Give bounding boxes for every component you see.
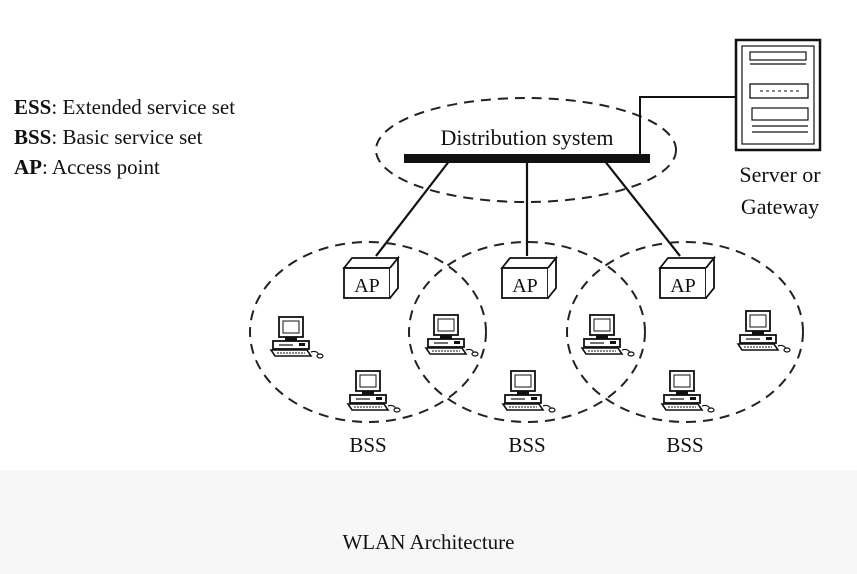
legend: ESS: Extended service set BSS: Basic ser…: [14, 92, 235, 182]
legend-abbr-ap: AP: [14, 155, 42, 179]
legend-desc-ess: : Extended service set: [51, 95, 236, 119]
server-link: [639, 96, 750, 154]
legend-abbr-ess: ESS: [14, 95, 52, 119]
computer-icon: [581, 314, 635, 357]
legend-desc-bss: : Basic service set: [51, 125, 203, 149]
bss-area-middle: [408, 241, 646, 423]
legend-desc-ap: : Access point: [42, 155, 160, 179]
bss-area-right: [566, 241, 804, 423]
server-label-line1: Server or: [739, 162, 821, 187]
distribution-bus: [404, 154, 650, 163]
bss-label-left: BSS: [349, 433, 386, 457]
server-icon: [734, 38, 822, 152]
bss-label-middle: BSS: [508, 433, 545, 457]
access-point-left: AP: [342, 255, 400, 299]
wlan-diagram: Distribution system Server or Gateway AP…: [249, 38, 822, 457]
ap-link-left: [375, 159, 451, 257]
ap-label-middle: AP: [512, 275, 538, 297]
figure-caption: WLAN Architecture: [342, 530, 515, 554]
ap-link-right: [603, 159, 681, 257]
computer-icon: [425, 314, 479, 357]
legend-item-ap: AP: Access point: [14, 152, 235, 182]
figure-area: [0, 0, 857, 470]
computer-icon: [502, 370, 556, 413]
distribution-system-label: Distribution system: [441, 125, 614, 150]
ap-label-left: AP: [354, 275, 380, 297]
legend-item-ess: ESS: Extended service set: [14, 92, 235, 122]
legend-abbr-bss: BSS: [14, 125, 52, 149]
computer-icon: [270, 316, 324, 359]
computer-icon: [661, 370, 715, 413]
computer-icon: [737, 310, 791, 353]
legend-item-bss: BSS: Basic service set: [14, 122, 235, 152]
bss-area-left: [249, 241, 487, 423]
server-label-line2: Gateway: [741, 194, 819, 219]
access-point-middle: AP: [500, 255, 558, 299]
access-point-right: AP: [658, 255, 716, 299]
distribution-system-ellipse: [375, 97, 677, 203]
ap-label-right: AP: [670, 275, 696, 297]
bss-label-right: BSS: [666, 433, 703, 457]
computer-icon: [347, 370, 401, 413]
